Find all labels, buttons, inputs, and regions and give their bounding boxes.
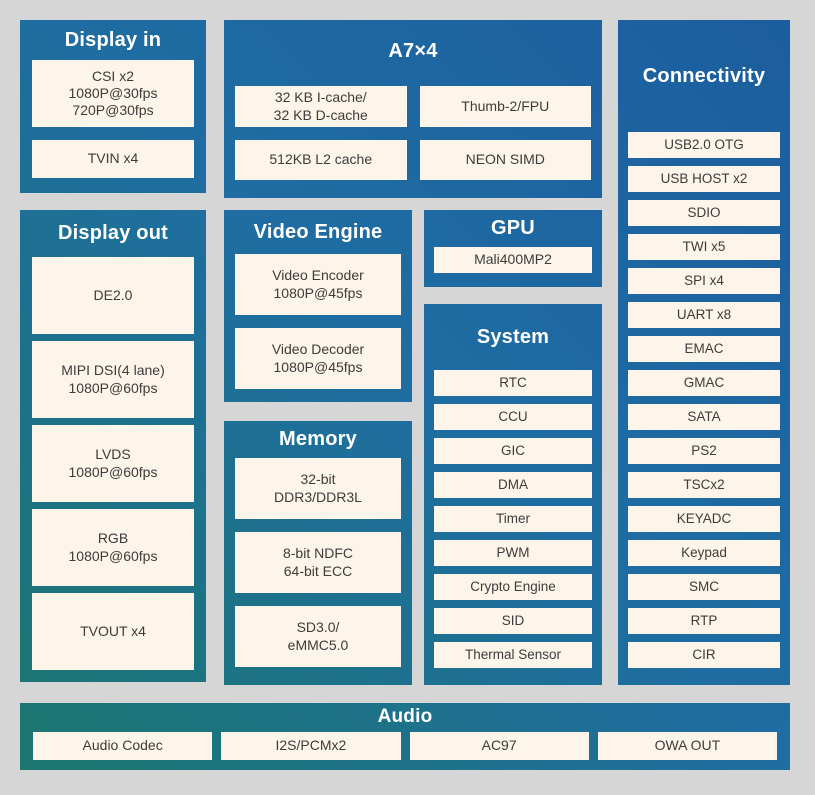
- cpu-item: 512KB L2 cache: [235, 140, 407, 180]
- display-out-item: RGB 1080P@60fps: [32, 509, 194, 586]
- connectivity-item: Keypad: [628, 540, 780, 566]
- audio-items: Audio Codec I2S/PCMx2 AC97 OWA OUT: [20, 732, 790, 760]
- display-in-block: Display in CSI x2 1080P@30fps 720P@30fps…: [20, 20, 206, 193]
- connectivity-item: CIR: [628, 642, 780, 668]
- connectivity-item: USB2.0 OTG: [628, 132, 780, 158]
- cpu-item: Thumb-2/FPU: [419, 86, 591, 127]
- memory-block: Memory 32-bit DDR3/DDR3L 8-bit NDFC 64-b…: [224, 421, 412, 685]
- display-in-item: TVIN x4: [32, 140, 194, 178]
- video-engine-item: Video Encoder 1080P@45fps: [235, 254, 401, 315]
- connectivity-item: SPI x4: [628, 268, 780, 294]
- video-engine-title: Video Engine: [253, 220, 383, 243]
- audio-item: I2S/PCMx2: [221, 732, 401, 760]
- memory-item: 32-bit DDR3/DDR3L: [235, 458, 401, 519]
- connectivity-item: SDIO: [628, 200, 780, 226]
- connectivity-items: USB2.0 OTG USB HOST x2 SDIO TWI x5 SPI x…: [618, 132, 790, 668]
- gpu-block: GPU Mali400MP2: [424, 210, 602, 287]
- system-item: SID: [434, 608, 592, 634]
- system-item: Timer: [434, 506, 592, 532]
- memory-title: Memory: [279, 428, 357, 450]
- system-title: System: [476, 325, 550, 348]
- gpu-title: GPU: [491, 217, 535, 239]
- display-in-title: Display in: [64, 28, 162, 51]
- system-item: GIC: [434, 438, 592, 464]
- connectivity-item: SMC: [628, 574, 780, 600]
- display-in-item: CSI x2 1080P@30fps 720P@30fps: [32, 60, 194, 127]
- connectivity-item: RTP: [628, 608, 780, 634]
- video-engine-items: Video Encoder 1080P@45fps Video Decoder …: [224, 254, 412, 389]
- cpu-item: NEON SIMD: [419, 140, 591, 180]
- system-item: RTC: [434, 370, 592, 396]
- connectivity-item: EMAC: [628, 336, 780, 362]
- connectivity-item: SATA: [628, 404, 780, 430]
- system-item: CCU: [434, 404, 592, 430]
- connectivity-title: Connectivity: [642, 64, 766, 87]
- display-out-item: DE2.0: [32, 257, 194, 334]
- connectivity-item: USB HOST x2: [628, 166, 780, 192]
- video-engine-item: Video Decoder 1080P@45fps: [235, 328, 401, 389]
- display-out-item: MIPI DSI(4 lane) 1080P@60fps: [32, 341, 194, 418]
- memory-item: SD3.0/ eMMC5.0: [235, 606, 401, 667]
- audio-title: Audio: [377, 706, 433, 727]
- audio-block: Audio Audio Codec I2S/PCMx2 AC97 OWA OUT: [20, 703, 790, 770]
- display-out-item: TVOUT x4: [32, 593, 194, 670]
- system-item: PWM: [434, 540, 592, 566]
- connectivity-item: TWI x5: [628, 234, 780, 260]
- system-block: System RTC CCU GIC DMA Timer PWM Crypto …: [424, 304, 602, 685]
- cpu-block: A7×4 32 KB I-cache/ 32 KB D-cache Thumb-…: [224, 20, 602, 198]
- connectivity-block: Connectivity USB2.0 OTG USB HOST x2 SDIO…: [618, 20, 790, 685]
- system-item: Crypto Engine: [434, 574, 592, 600]
- connectivity-item: PS2: [628, 438, 780, 464]
- system-item: DMA: [434, 472, 592, 498]
- system-items: RTC CCU GIC DMA Timer PWM Crypto Engine …: [424, 370, 602, 668]
- audio-item: Audio Codec: [33, 732, 213, 760]
- connectivity-item: UART x8: [628, 302, 780, 328]
- display-out-block: Display out DE2.0 MIPI DSI(4 lane) 1080P…: [20, 210, 206, 682]
- audio-item: OWA OUT: [597, 732, 777, 760]
- cpu-title: A7×4: [388, 39, 438, 62]
- display-out-item: LVDS 1080P@60fps: [32, 425, 194, 502]
- connectivity-item: GMAC: [628, 370, 780, 396]
- audio-item: AC97: [409, 732, 589, 760]
- display-out-items: DE2.0 MIPI DSI(4 lane) 1080P@60fps LVDS …: [20, 257, 206, 670]
- gpu-item: Mali400MP2: [434, 247, 592, 273]
- display-out-title: Display out: [58, 222, 168, 244]
- cpu-items: 32 KB I-cache/ 32 KB D-cache Thumb-2/FPU…: [224, 82, 602, 180]
- connectivity-item: TSCx2: [628, 472, 780, 498]
- memory-items: 32-bit DDR3/DDR3L 8-bit NDFC 64-bit ECC …: [224, 458, 412, 667]
- gpu-items: Mali400MP2: [424, 247, 602, 273]
- memory-item: 8-bit NDFC 64-bit ECC: [235, 532, 401, 593]
- cpu-item: 32 KB I-cache/ 32 KB D-cache: [235, 86, 407, 127]
- system-item: Thermal Sensor: [434, 642, 592, 668]
- video-engine-block: Video Engine Video Encoder 1080P@45fps V…: [224, 210, 412, 402]
- connectivity-item: KEYADC: [628, 506, 780, 532]
- display-in-items: CSI x2 1080P@30fps 720P@30fps TVIN x4: [20, 60, 206, 178]
